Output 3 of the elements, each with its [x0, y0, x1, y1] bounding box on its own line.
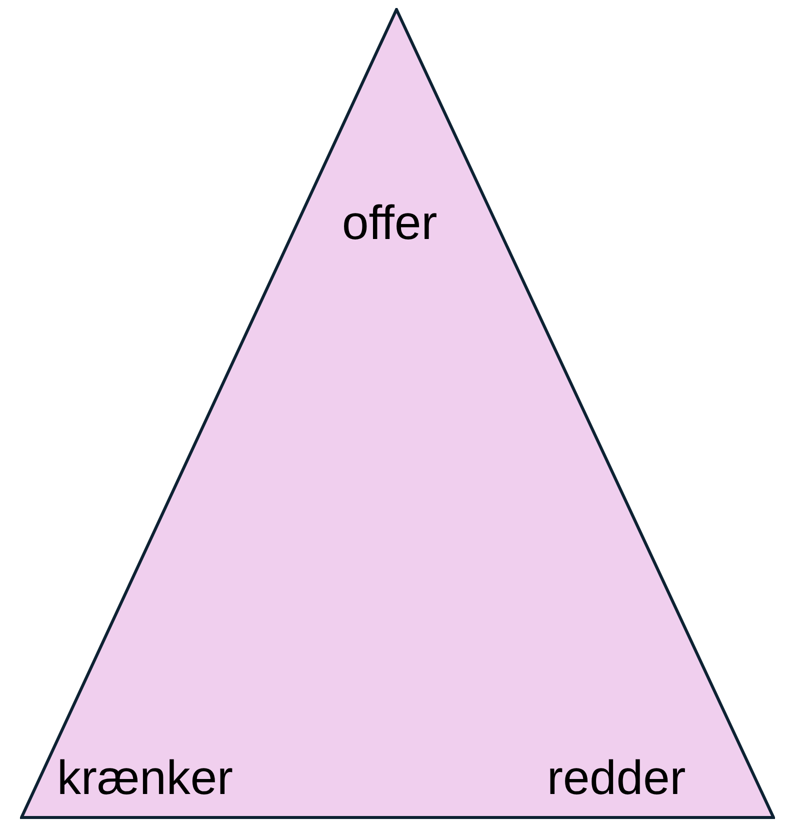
corner-label: redder: [547, 753, 686, 805]
corner-label: krænker: [57, 753, 234, 805]
corner-label: offer: [342, 198, 438, 250]
